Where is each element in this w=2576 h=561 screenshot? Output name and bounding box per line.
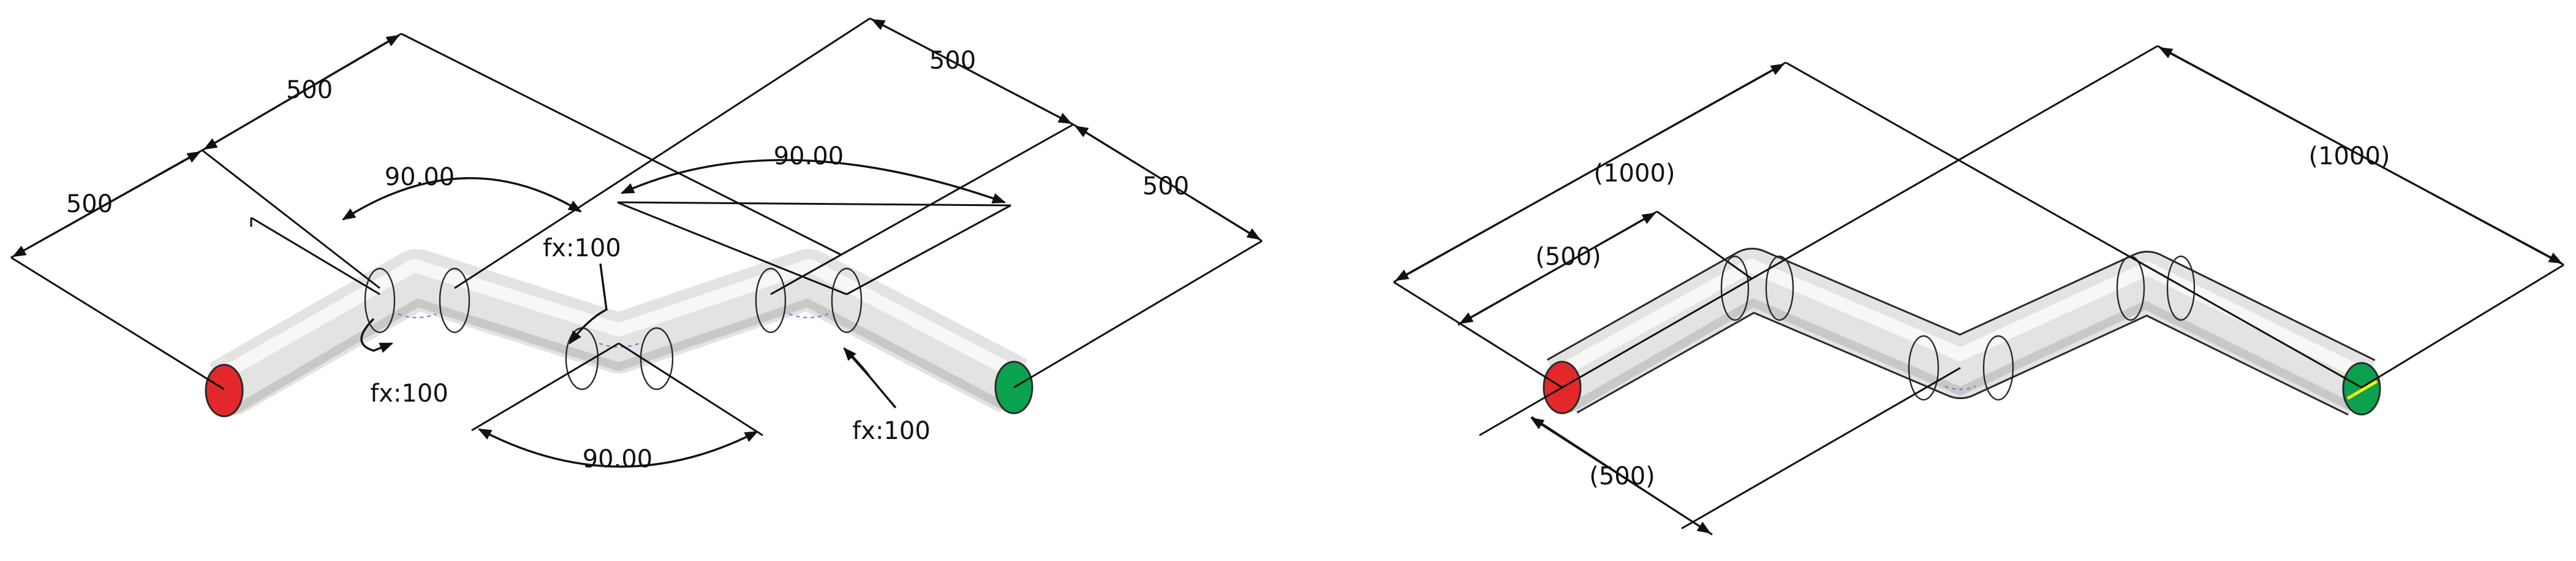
arrowhead-icon <box>871 18 1072 124</box>
arrowhead-icon <box>1530 417 1711 534</box>
left-dim-label: 500 <box>286 76 333 104</box>
left-seam <box>831 267 863 334</box>
left-seam <box>755 267 787 334</box>
arrowhead-icon <box>478 428 758 468</box>
left-fillet-label: fx:100 <box>370 380 448 408</box>
arrowhead-icon <box>342 177 582 221</box>
arrowhead-icon <box>1459 212 1656 324</box>
left-pipe <box>205 249 1033 418</box>
arrowhead-icon <box>2159 47 2563 264</box>
left-fillet-label: fx:100 <box>852 417 931 445</box>
left-seam <box>364 267 396 334</box>
right-pipe <box>1543 248 2381 416</box>
left-hidden-edge <box>599 342 640 348</box>
right-dim-label: (500) <box>1535 243 1601 271</box>
left-fillet-leaders <box>360 263 897 409</box>
left-angle-label: 90.00 <box>583 445 653 473</box>
left-hidden-edge <box>398 313 437 319</box>
right-dimension-lines <box>1393 45 2564 536</box>
left-angle-label: 90.00 <box>774 142 844 170</box>
arrowhead-icon <box>12 151 201 258</box>
left-pipe-shadow <box>229 299 1013 416</box>
start-cap <box>205 364 244 418</box>
left-dim-label: 500 <box>1143 172 1189 200</box>
arrowhead-icon <box>1075 125 1261 240</box>
end-cap-marker <box>2346 380 2378 400</box>
right-hidden-edge <box>1944 385 1976 391</box>
arrowhead-icon <box>843 347 871 378</box>
right-dim-label: (500) <box>1589 462 1655 490</box>
fillet-leader-icon <box>360 318 394 353</box>
left-dim-label: 500 <box>66 190 113 218</box>
right-pipe-highlight <box>1555 259 2365 380</box>
left-angle-label: 90.00 <box>385 163 455 191</box>
left-dim-label: 500 <box>929 47 976 75</box>
arrowhead-icon <box>620 159 1007 204</box>
right-pipe-shadow <box>1566 299 2362 415</box>
right-dim-label: (1000) <box>1593 159 1675 188</box>
arrowhead-icon <box>203 34 400 150</box>
right-dim-label: (1000) <box>2308 142 2390 170</box>
left-angle-arcs <box>342 159 1007 468</box>
left-dimension-lines <box>10 17 1263 437</box>
left-seam <box>439 267 470 334</box>
right-dimension-arrows <box>1395 47 2563 534</box>
left-dimension-arrows <box>12 18 1261 258</box>
left-view: 500 500 500 500 90.00 90.00 90.00 fx:100… <box>10 17 1263 473</box>
left-pipe-highlight <box>217 259 1018 381</box>
left-fillet-label: fx:100 <box>543 234 621 262</box>
right-view: (1000) (1000) (500) (500) <box>1393 45 2564 536</box>
fillet-leader-icon <box>568 263 608 345</box>
left-seam <box>640 327 674 391</box>
right-seam <box>1982 335 2014 401</box>
right-seam <box>1908 335 1940 401</box>
